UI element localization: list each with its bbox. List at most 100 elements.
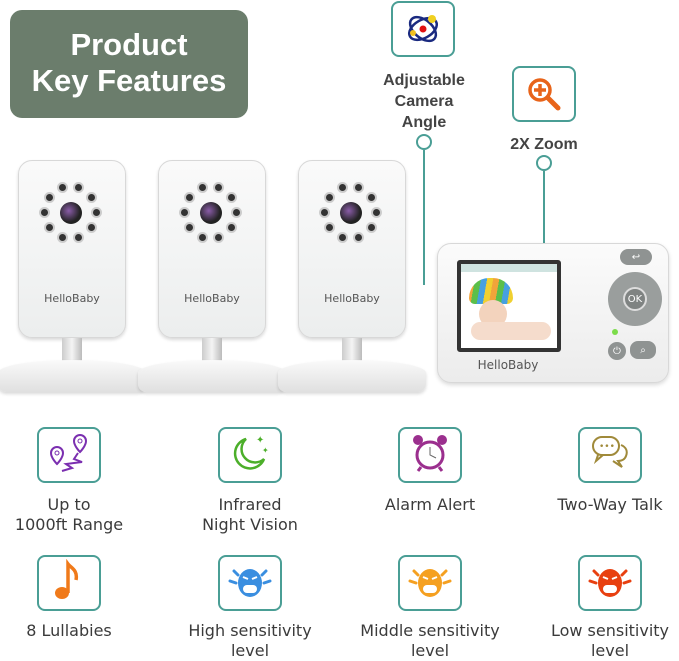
feature-icon-box [398, 427, 462, 483]
ir-led [39, 207, 50, 218]
callout-pin [536, 155, 552, 171]
direction-pad[interactable]: OK [608, 272, 662, 326]
crying-face-blue-icon [226, 559, 274, 607]
monitor-brand: HelloBaby [477, 358, 539, 372]
chat-bubbles-icon: ••• [588, 431, 632, 479]
ir-led [353, 182, 365, 194]
ir-led [73, 182, 85, 194]
label-line: Two-Way Talk [557, 495, 663, 514]
feature-icon-box [578, 555, 642, 611]
ir-led [366, 222, 378, 234]
power-button[interactable]: ⏻ [608, 342, 626, 360]
crying-face-orange-icon [406, 559, 454, 607]
ir-led [43, 222, 55, 234]
power-led [612, 329, 618, 335]
ir-led [91, 207, 102, 218]
label-line: 1000ft Range [14, 515, 124, 534]
camera-lens [340, 202, 362, 224]
ir-led [319, 207, 330, 218]
ir-led [231, 207, 242, 218]
adjustable-angle-label: Adjustable Camera Angle [354, 70, 494, 133]
label-line: 2X Zoom [510, 136, 578, 153]
ir-led [179, 207, 190, 218]
title-line-1: Product [70, 27, 188, 62]
camera-brand: HelloBaby [44, 292, 100, 305]
orbit-camera-angle-icon [408, 15, 438, 43]
ir-led [213, 182, 225, 194]
ir-led-ring [38, 180, 104, 246]
callout-line [543, 171, 545, 271]
ir-led [226, 191, 238, 203]
ir-led [323, 191, 335, 203]
label-line: Middle sensitivity [360, 621, 500, 640]
ok-button[interactable]: OK [623, 287, 647, 311]
ir-led [196, 182, 208, 194]
ir-led [183, 191, 195, 203]
feature-icon-box [398, 555, 462, 611]
label-line: level [590, 641, 630, 660]
music-note-icon [47, 558, 91, 607]
ir-led [86, 191, 98, 203]
adjustable-angle-icon-box [391, 1, 455, 57]
camera-lens [60, 202, 82, 224]
ir-led [196, 231, 208, 243]
callout-pin [416, 134, 432, 150]
alarm-clock-icon [408, 431, 452, 479]
callout-line [423, 150, 425, 285]
parent-monitor: HelloBaby ↩ OK ⏻ ⌕ [437, 243, 669, 383]
monitor-screen [457, 260, 561, 352]
label-line: Up to [47, 495, 91, 514]
feature-icon-box: ✦✦ [218, 427, 282, 483]
ir-led [371, 207, 382, 218]
camera-lens [200, 202, 222, 224]
feature-label: 8 Lullabies [0, 621, 159, 641]
ir-led [73, 231, 85, 243]
label-line: Low sensitivity [550, 621, 670, 640]
feature-icon-box [218, 555, 282, 611]
label-line: Alarm Alert [384, 495, 476, 514]
label-line: High sensitivity [188, 621, 312, 640]
ir-led [323, 222, 335, 234]
ir-led [213, 231, 225, 243]
zoom-in-magnifier-icon [528, 78, 561, 111]
ir-led [226, 222, 238, 234]
ir-led [43, 191, 55, 203]
ir-led [336, 182, 348, 194]
feature-icon-box [37, 427, 101, 483]
title-line-2: Key Features [31, 63, 227, 98]
svg-text:✦: ✦ [256, 435, 264, 446]
svg-text:✦: ✦ [262, 446, 269, 455]
label-line: Camera [394, 93, 454, 110]
label-line: level [230, 641, 270, 660]
label-line: 8 Lullabies [26, 621, 112, 640]
feature-label: Two-Way Talk [520, 495, 679, 515]
ir-led [183, 222, 195, 234]
ir-led [56, 182, 68, 194]
ir-led [56, 231, 68, 243]
moon-stars-icon: ✦✦ [228, 431, 272, 479]
zoom-icon-box [512, 66, 576, 122]
feature-label: Alarm Alert [340, 495, 520, 515]
back-button[interactable]: ↩ [620, 249, 652, 265]
feature-icon-box: ••• [578, 427, 642, 483]
zoom-label: 2X Zoom [474, 134, 614, 155]
ir-led [366, 191, 378, 203]
product-key-features-title: Product Key Features [10, 10, 248, 118]
feature-icon-box [37, 555, 101, 611]
label-line: Angle [401, 114, 447, 131]
label-line: Adjustable [383, 72, 465, 89]
camera-brand: HelloBaby [184, 292, 240, 305]
zoom-button[interactable]: ⌕ [630, 341, 656, 359]
ir-led [353, 231, 365, 243]
camera-brand: HelloBaby [324, 292, 380, 305]
location-range-icon [47, 431, 91, 479]
label-line: Night Vision [202, 515, 298, 534]
crying-face-red-icon [586, 559, 634, 607]
label-line: Infrared [218, 495, 282, 514]
ir-led [86, 222, 98, 234]
